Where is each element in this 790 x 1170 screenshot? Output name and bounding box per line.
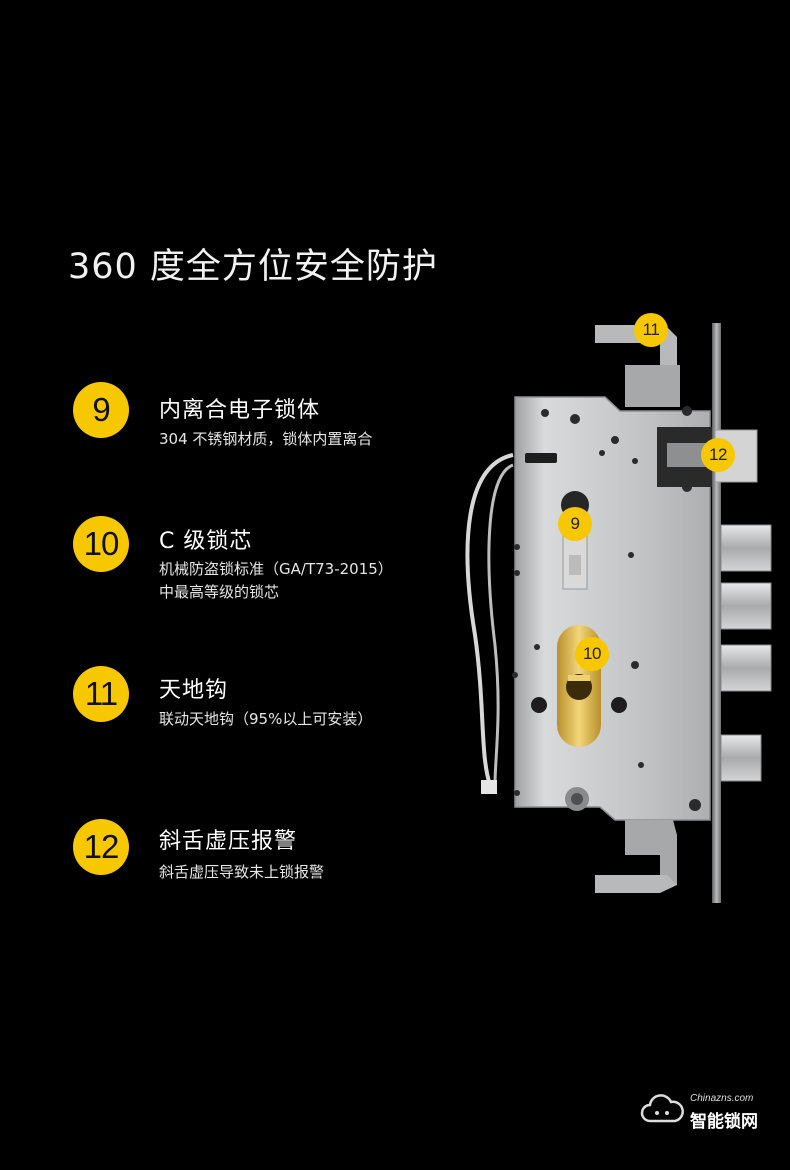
watermark: Chinazns.com 智能锁网 <box>640 1085 780 1145</box>
feature-item-11: 11 天地钩 联动天地钩（95%以上可安装） <box>73 666 493 776</box>
callout-12: 12 <box>701 438 735 472</box>
feature-number-badge: 9 <box>73 382 129 438</box>
watermark-en: Chinazns.com <box>690 1093 754 1104</box>
headline: 360 度全方位安全防护 <box>68 247 438 287</box>
feature-desc: 机械防盗锁标准（GA/T73-2015） 中最高等级的锁芯 <box>159 560 393 601</box>
callout-9: 9 <box>558 507 592 541</box>
feature-title: 内离合电子锁体 <box>159 398 321 423</box>
cloud-logo-icon <box>640 1094 684 1123</box>
feature-number-badge: 12 <box>73 819 129 875</box>
feature-desc: 斜舌虚压导致未上锁报警 <box>159 863 325 881</box>
callout-10: 10 <box>575 637 609 671</box>
mortise-lock-illustration <box>465 323 772 903</box>
watermark-cn: 智能锁网 <box>690 1112 758 1132</box>
feature-title: C 级锁芯 <box>159 529 253 554</box>
callout-11: 11 <box>634 313 668 347</box>
feature-desc: 304 不锈钢材质，锁体内置离合 <box>159 430 373 448</box>
feature-title: 斜舌虚压报警 <box>159 829 298 854</box>
mortise-lock-image: 11 12 9 10 <box>455 313 790 905</box>
feature-item-9: 9 内离合电子锁体 304 不锈钢材质，锁体内置离合 <box>73 382 493 492</box>
feature-desc: 联动天地钩（95%以上可安装） <box>159 710 373 728</box>
feature-title: 天地钩 <box>159 678 229 703</box>
feature-item-10: 10 C 级锁芯 机械防盗锁标准（GA/T73-2015） 中最高等级的锁芯 <box>73 516 493 626</box>
feature-number-badge: 10 <box>73 516 129 572</box>
feature-number-badge: 11 <box>73 666 129 722</box>
feature-item-12: 12 斜舌虚压报警 斜舌虚压导致未上锁报警 <box>73 819 493 929</box>
